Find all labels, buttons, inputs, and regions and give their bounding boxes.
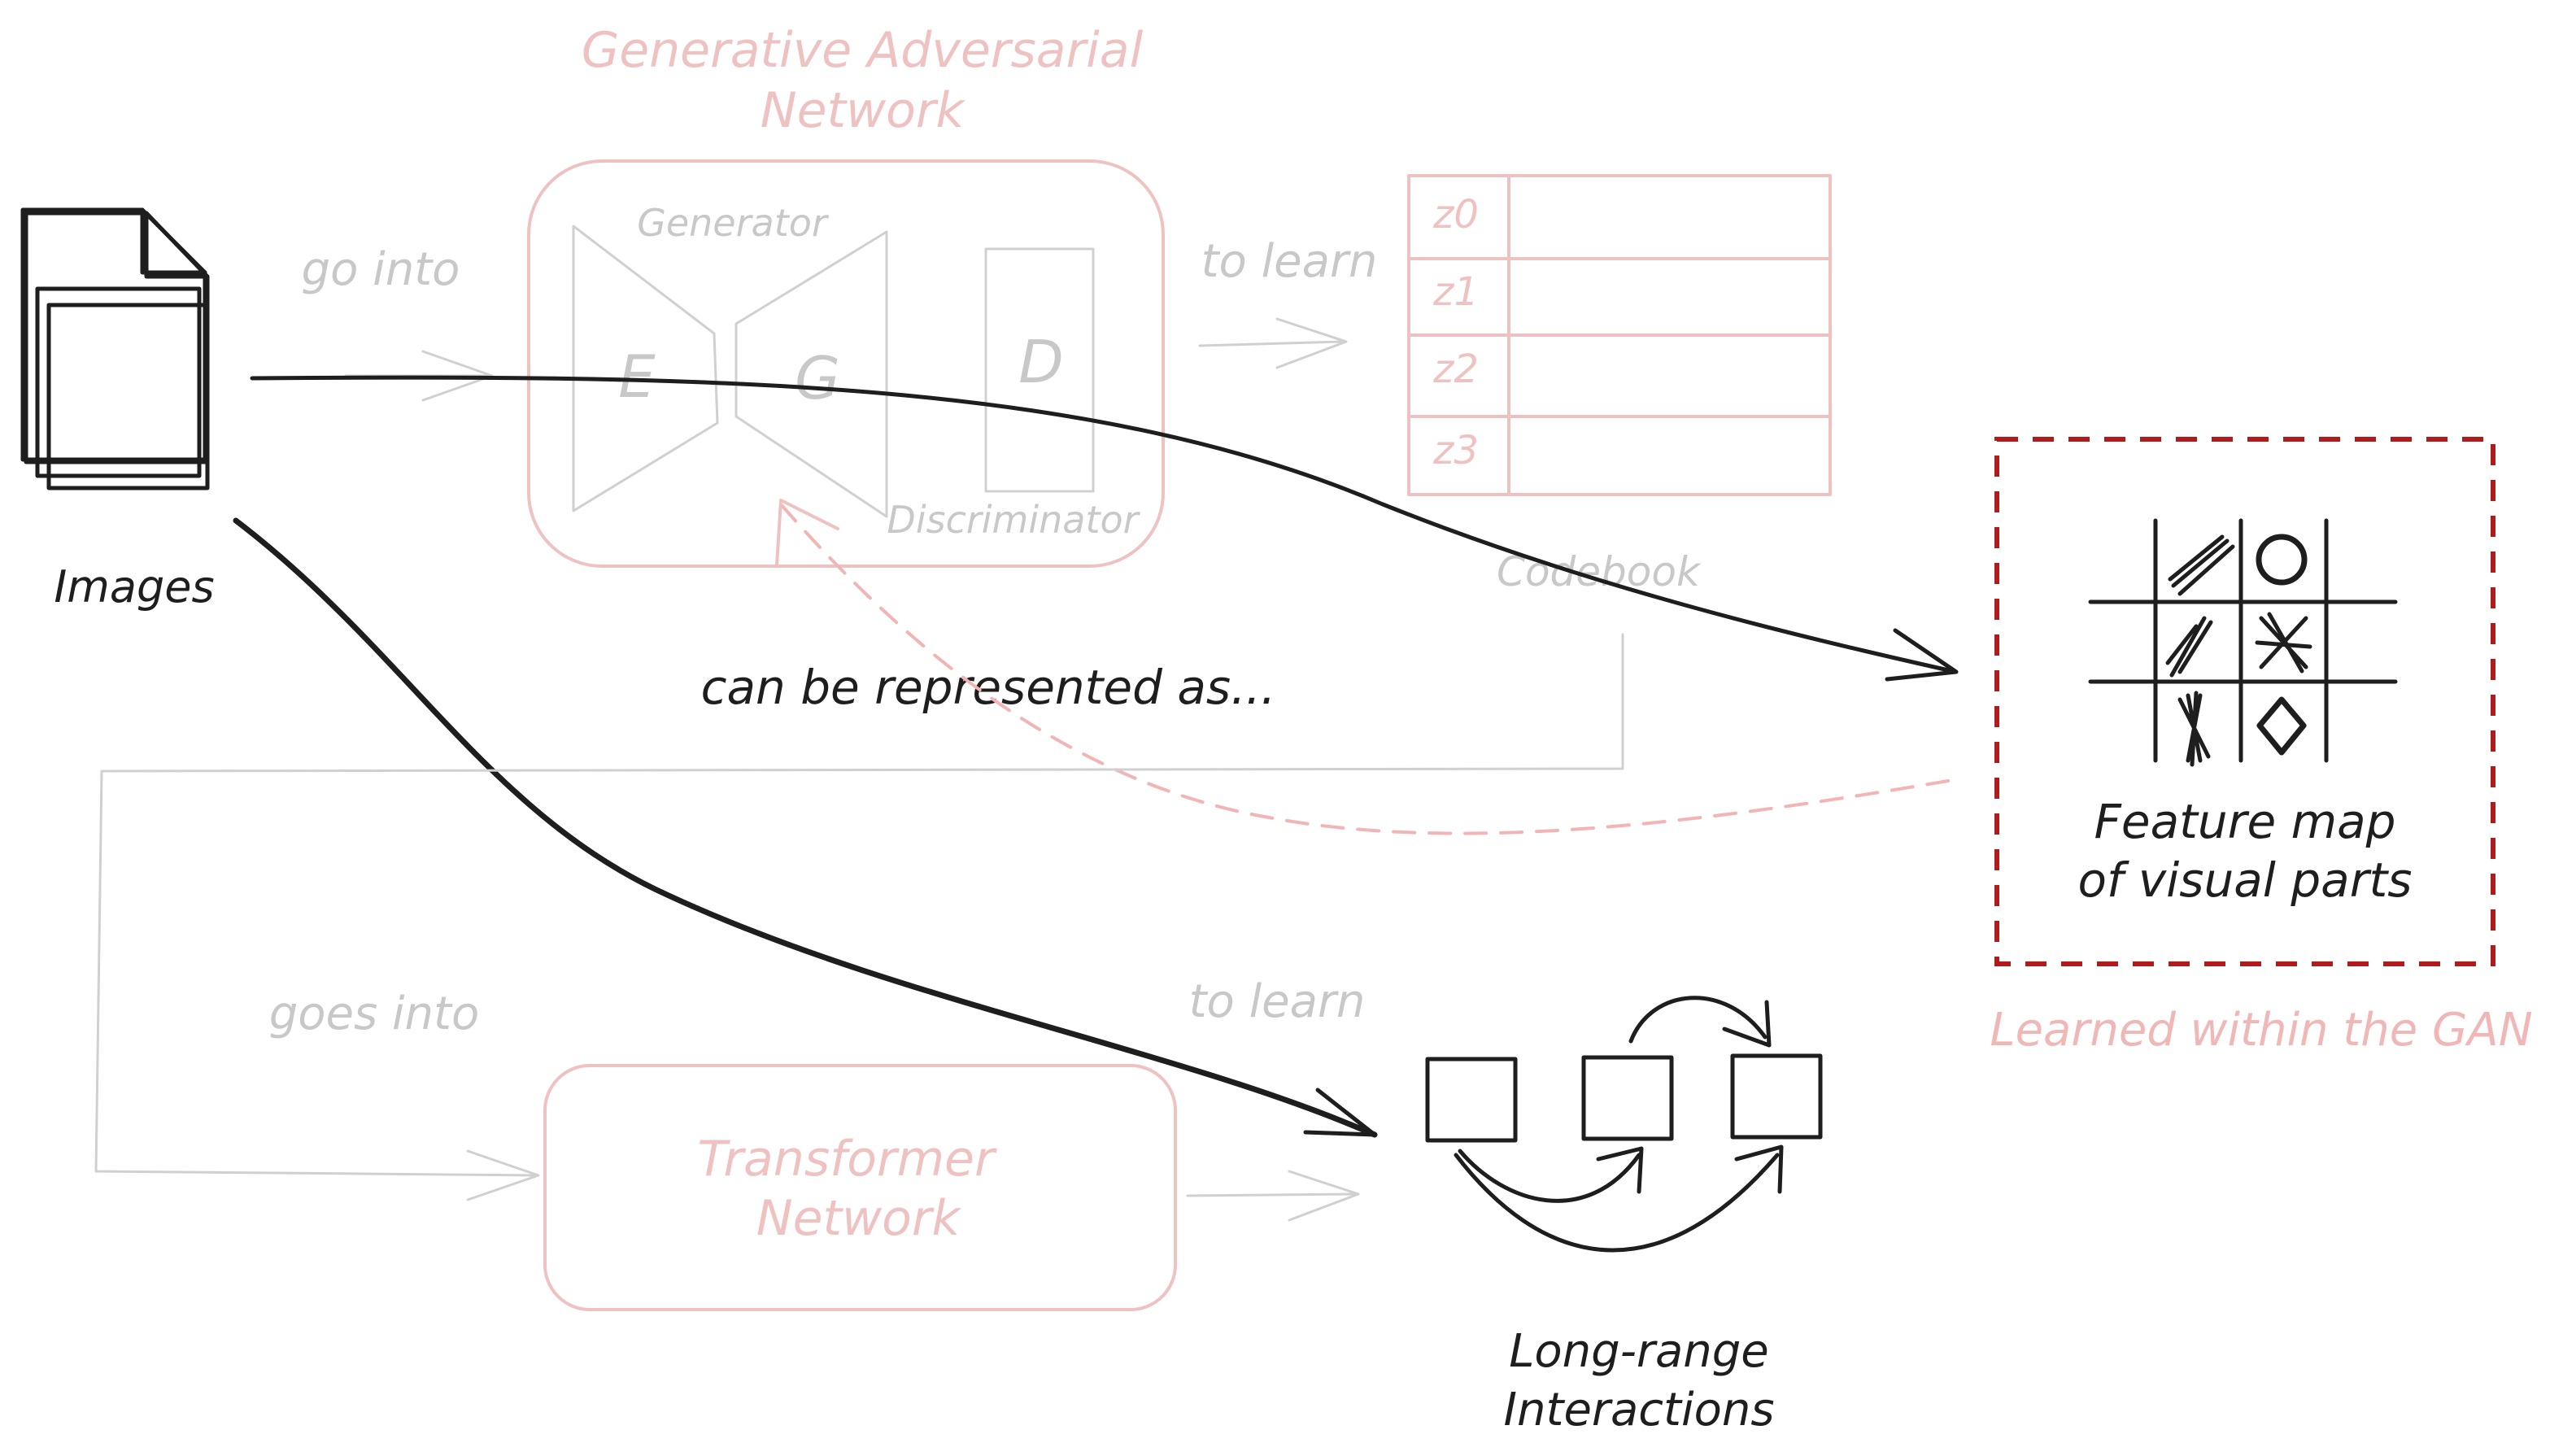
discriminator-letter: D [1018, 328, 1063, 396]
long-range-line1: Long-range [1509, 1325, 1769, 1378]
go-into-label: go into [302, 243, 460, 296]
discriminator-shape [984, 247, 1095, 493]
long-range-line2: Interactions [1504, 1384, 1775, 1436]
images-to-interactions-arrow [233, 517, 1378, 1138]
feature-map-border [1994, 437, 2495, 966]
discriminator-label: Discriminator [887, 498, 1140, 542]
gan-title-line2: Network [761, 82, 966, 139]
encoder-shape [572, 225, 719, 512]
feature-map-line1: Feature map [2094, 794, 2396, 849]
codebook-row-z3: z3 [1432, 428, 1479, 473]
codebook-row-z1: z1 [1432, 269, 1479, 315]
gan-block: Generative Adversarial Network Generator… [527, 22, 1165, 568]
long-range-interactions-icon [1425, 996, 1823, 1253]
learned-within-gan-label: Learned within the GAN [1990, 1004, 2532, 1057]
transformer-to-interactions-arrow [1186, 1170, 1360, 1222]
gan-title-line1: Generative Adversarial [582, 22, 1144, 79]
codebook-row-z0: z0 [1432, 192, 1479, 238]
transformer-block: Transformer Network [543, 1064, 1177, 1311]
feedback-dashed-arrow [775, 499, 1950, 835]
to-learn-top-label: to learn [1201, 235, 1378, 288]
codebook-to-transformer-connector [94, 633, 1624, 1201]
to-learn-bottom-label: to learn [1189, 975, 1366, 1028]
codebook-row-z2: z2 [1432, 347, 1479, 392]
generator-label: Generator [637, 201, 830, 245]
tic-tac-toe-icon [2088, 518, 2398, 767]
encoder-letter: E [618, 342, 656, 411]
feature-map-box: Feature map of visual parts [1994, 437, 2495, 966]
goes-into-label: goes into [269, 987, 480, 1040]
gan-container [527, 159, 1165, 568]
generator-letter: G [795, 344, 840, 412]
feature-map-line2: of visual parts [2077, 852, 2412, 908]
images-stack-icon [20, 207, 210, 490]
images-to-feature-map-arrow [250, 375, 1959, 682]
transformer-container [543, 1064, 1177, 1311]
to-learn-top-arrow [1198, 317, 1348, 369]
images-label: Images [54, 561, 214, 612]
transformer-line2: Network [756, 1190, 962, 1247]
codebook: z0 z1 z2 z3 Codebook [1407, 174, 1832, 595]
represented-as-label: can be represented as... [701, 660, 1276, 715]
transformer-line1: Transformer [697, 1131, 997, 1188]
codebook-label: Codebook [1497, 548, 1702, 595]
